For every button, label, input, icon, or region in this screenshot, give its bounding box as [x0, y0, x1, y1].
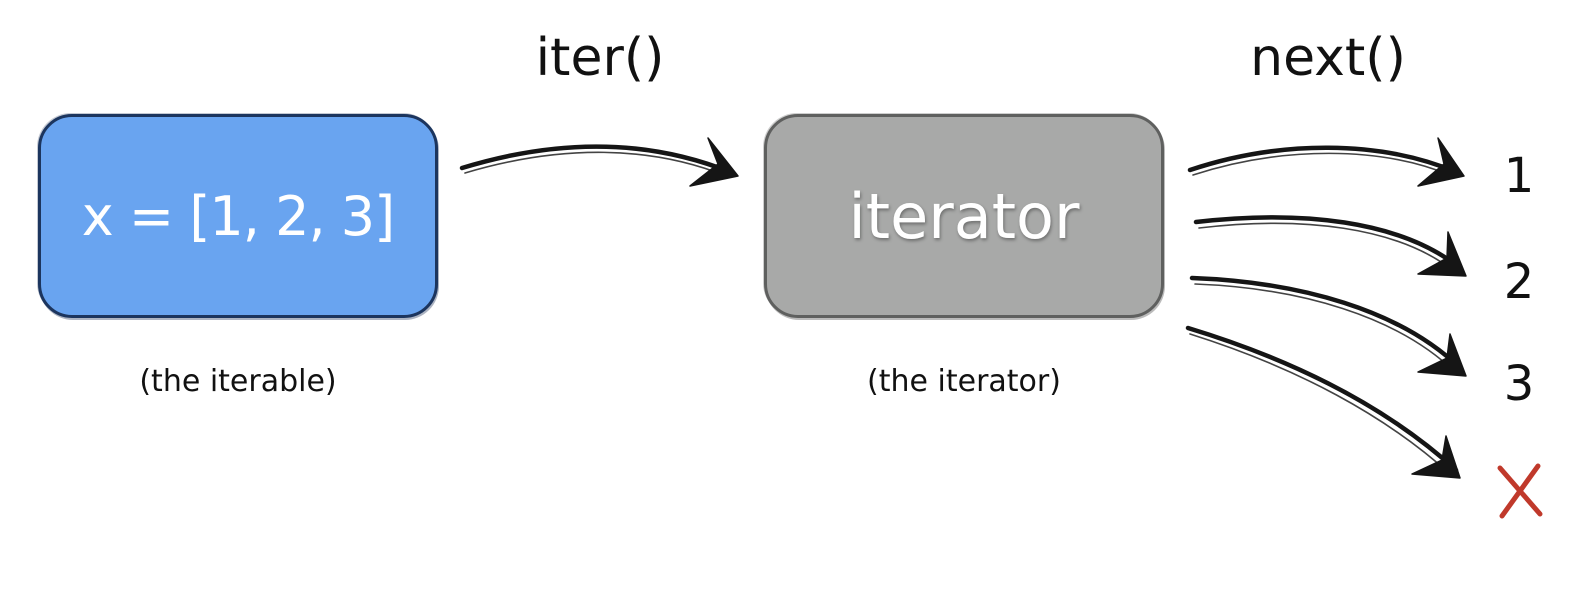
iter-call-label: iter()	[535, 28, 665, 88]
iterable-caption: (the iterable)	[139, 364, 337, 399]
iterator-box: iterator	[764, 114, 1164, 318]
next-arrow-3	[1189, 275, 1467, 377]
iterator-caption: (the iterator)	[867, 364, 1061, 399]
output-value-1: 1	[1503, 148, 1535, 204]
next-call-label: next()	[1250, 28, 1406, 88]
iterable-box: x = [1, 2, 3]	[38, 114, 438, 318]
stop-x-icon	[1497, 463, 1543, 519]
output-value-2: 2	[1503, 254, 1535, 310]
next-arrow-1	[1187, 137, 1465, 187]
output-value-3: 3	[1503, 356, 1535, 412]
next-arrow-2	[1193, 215, 1467, 277]
iterator-box-text: iterator	[848, 179, 1080, 253]
iter-arrow	[459, 137, 739, 187]
iterable-code-text: x = [1, 2, 3]	[81, 184, 395, 248]
next-arrow-4	[1185, 325, 1461, 479]
